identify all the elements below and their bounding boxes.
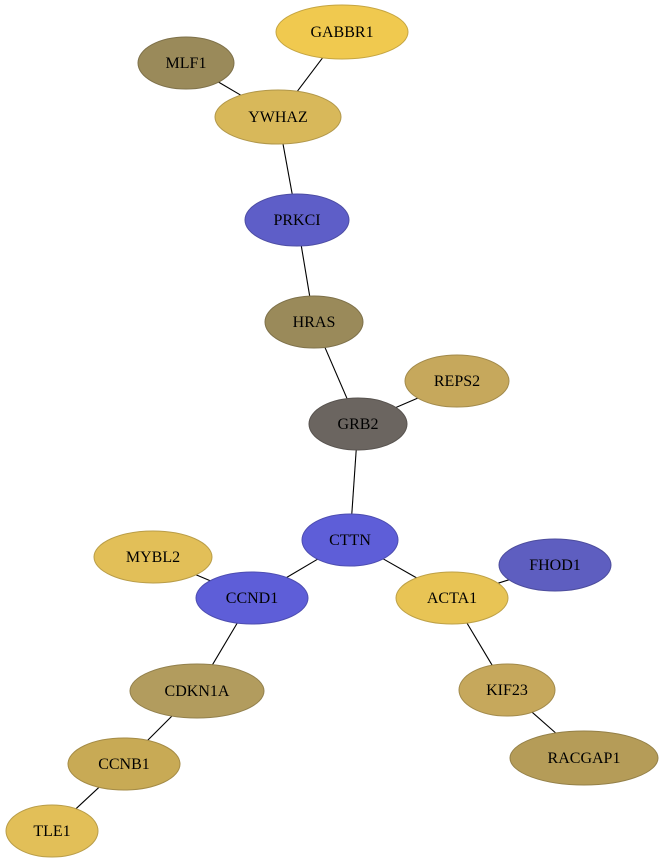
node-shape-cttn bbox=[301, 513, 399, 567]
node-label-reps2: REPS2 bbox=[434, 373, 480, 390]
node-label-mybl2: MYBL2 bbox=[126, 549, 180, 566]
node-label-ccnd1: CCND1 bbox=[226, 590, 278, 607]
node-shape-mybl2 bbox=[93, 530, 213, 584]
node-grb2[interactable]: GRB2 bbox=[308, 397, 408, 451]
node-mlf1[interactable]: MLF1 bbox=[137, 36, 235, 90]
edge-mybl2-ccnd1 bbox=[195, 574, 211, 582]
edge-reps2-grb2 bbox=[395, 397, 418, 409]
node-label-cttn: CTTN bbox=[329, 532, 371, 549]
node-shape-grb2 bbox=[308, 397, 408, 451]
node-label-cdkn1a: CDKN1A bbox=[165, 683, 230, 700]
node-ccnd1[interactable]: CCND1 bbox=[195, 571, 309, 625]
node-label-prkci: PRKCI bbox=[273, 212, 320, 229]
node-label-ccnb1: CCNB1 bbox=[98, 756, 150, 773]
node-prkci[interactable]: PRKCI bbox=[244, 193, 350, 247]
node-label-grb2: GRB2 bbox=[338, 416, 379, 433]
edge-ywhaz-prkci bbox=[282, 143, 293, 195]
node-shape-gabbr1 bbox=[275, 4, 409, 60]
node-label-fhod1: FHOD1 bbox=[529, 557, 581, 574]
edges-layer bbox=[75, 57, 557, 810]
edge-prkci-hras bbox=[300, 245, 311, 297]
node-label-hras: HRAS bbox=[293, 314, 336, 331]
node-cdkn1a[interactable]: CDKN1A bbox=[129, 663, 265, 719]
edge-fhod1-acta1 bbox=[497, 579, 510, 584]
node-label-ywhaz: YWHAZ bbox=[248, 109, 308, 126]
node-label-gabbr1: GABBR1 bbox=[310, 24, 373, 41]
node-hras[interactable]: HRAS bbox=[264, 295, 364, 349]
edge-mlf1-ywhaz bbox=[218, 81, 242, 96]
edge-cttn-ccnd1 bbox=[286, 558, 318, 578]
node-tle1[interactable]: TLE1 bbox=[5, 804, 99, 858]
node-shape-kif23 bbox=[458, 663, 556, 717]
node-label-kif23: KIF23 bbox=[486, 682, 528, 699]
edge-cttn-acta1 bbox=[382, 558, 417, 579]
node-cttn[interactable]: CTTN bbox=[301, 513, 399, 567]
node-shape-mlf1 bbox=[137, 36, 235, 90]
node-shape-reps2 bbox=[404, 354, 510, 408]
node-shape-ccnb1 bbox=[67, 737, 181, 791]
node-ccnb1[interactable]: CCNB1 bbox=[67, 737, 181, 791]
node-shape-fhod1 bbox=[498, 538, 612, 592]
edge-kif23-racgap1 bbox=[531, 711, 557, 734]
node-kif23[interactable]: KIF23 bbox=[458, 663, 556, 717]
node-shape-ccnd1 bbox=[195, 571, 309, 625]
node-reps2[interactable]: REPS2 bbox=[404, 354, 510, 408]
node-mybl2[interactable]: MYBL2 bbox=[93, 530, 213, 584]
edge-grb2-cttn bbox=[351, 449, 357, 515]
edge-cdkn1a-ccnb1 bbox=[147, 715, 173, 741]
node-shape-acta1 bbox=[395, 571, 509, 625]
node-shape-prkci bbox=[244, 193, 350, 247]
edge-gabbr1-ywhaz bbox=[296, 57, 324, 92]
node-gabbr1[interactable]: GABBR1 bbox=[275, 4, 409, 60]
node-label-mlf1: MLF1 bbox=[166, 55, 207, 72]
node-shape-racgap1 bbox=[509, 730, 659, 786]
node-label-tle1: TLE1 bbox=[33, 823, 70, 840]
node-shape-cdkn1a bbox=[129, 663, 265, 719]
node-label-racgap1: RACGAP1 bbox=[548, 750, 621, 767]
node-ywhaz[interactable]: YWHAZ bbox=[214, 89, 342, 145]
node-shape-ywhaz bbox=[214, 89, 342, 145]
node-racgap1[interactable]: RACGAP1 bbox=[509, 730, 659, 786]
edge-ccnd1-cdkn1a bbox=[212, 622, 238, 665]
node-fhod1[interactable]: FHOD1 bbox=[498, 538, 612, 592]
edge-ccnb1-tle1 bbox=[75, 786, 100, 810]
node-label-acta1: ACTA1 bbox=[427, 590, 477, 607]
edge-hras-grb2 bbox=[324, 347, 348, 399]
edge-acta1-kif23 bbox=[466, 622, 493, 666]
node-acta1[interactable]: ACTA1 bbox=[395, 571, 509, 625]
node-shape-hras bbox=[264, 295, 364, 349]
node-shape-tle1 bbox=[5, 804, 99, 858]
